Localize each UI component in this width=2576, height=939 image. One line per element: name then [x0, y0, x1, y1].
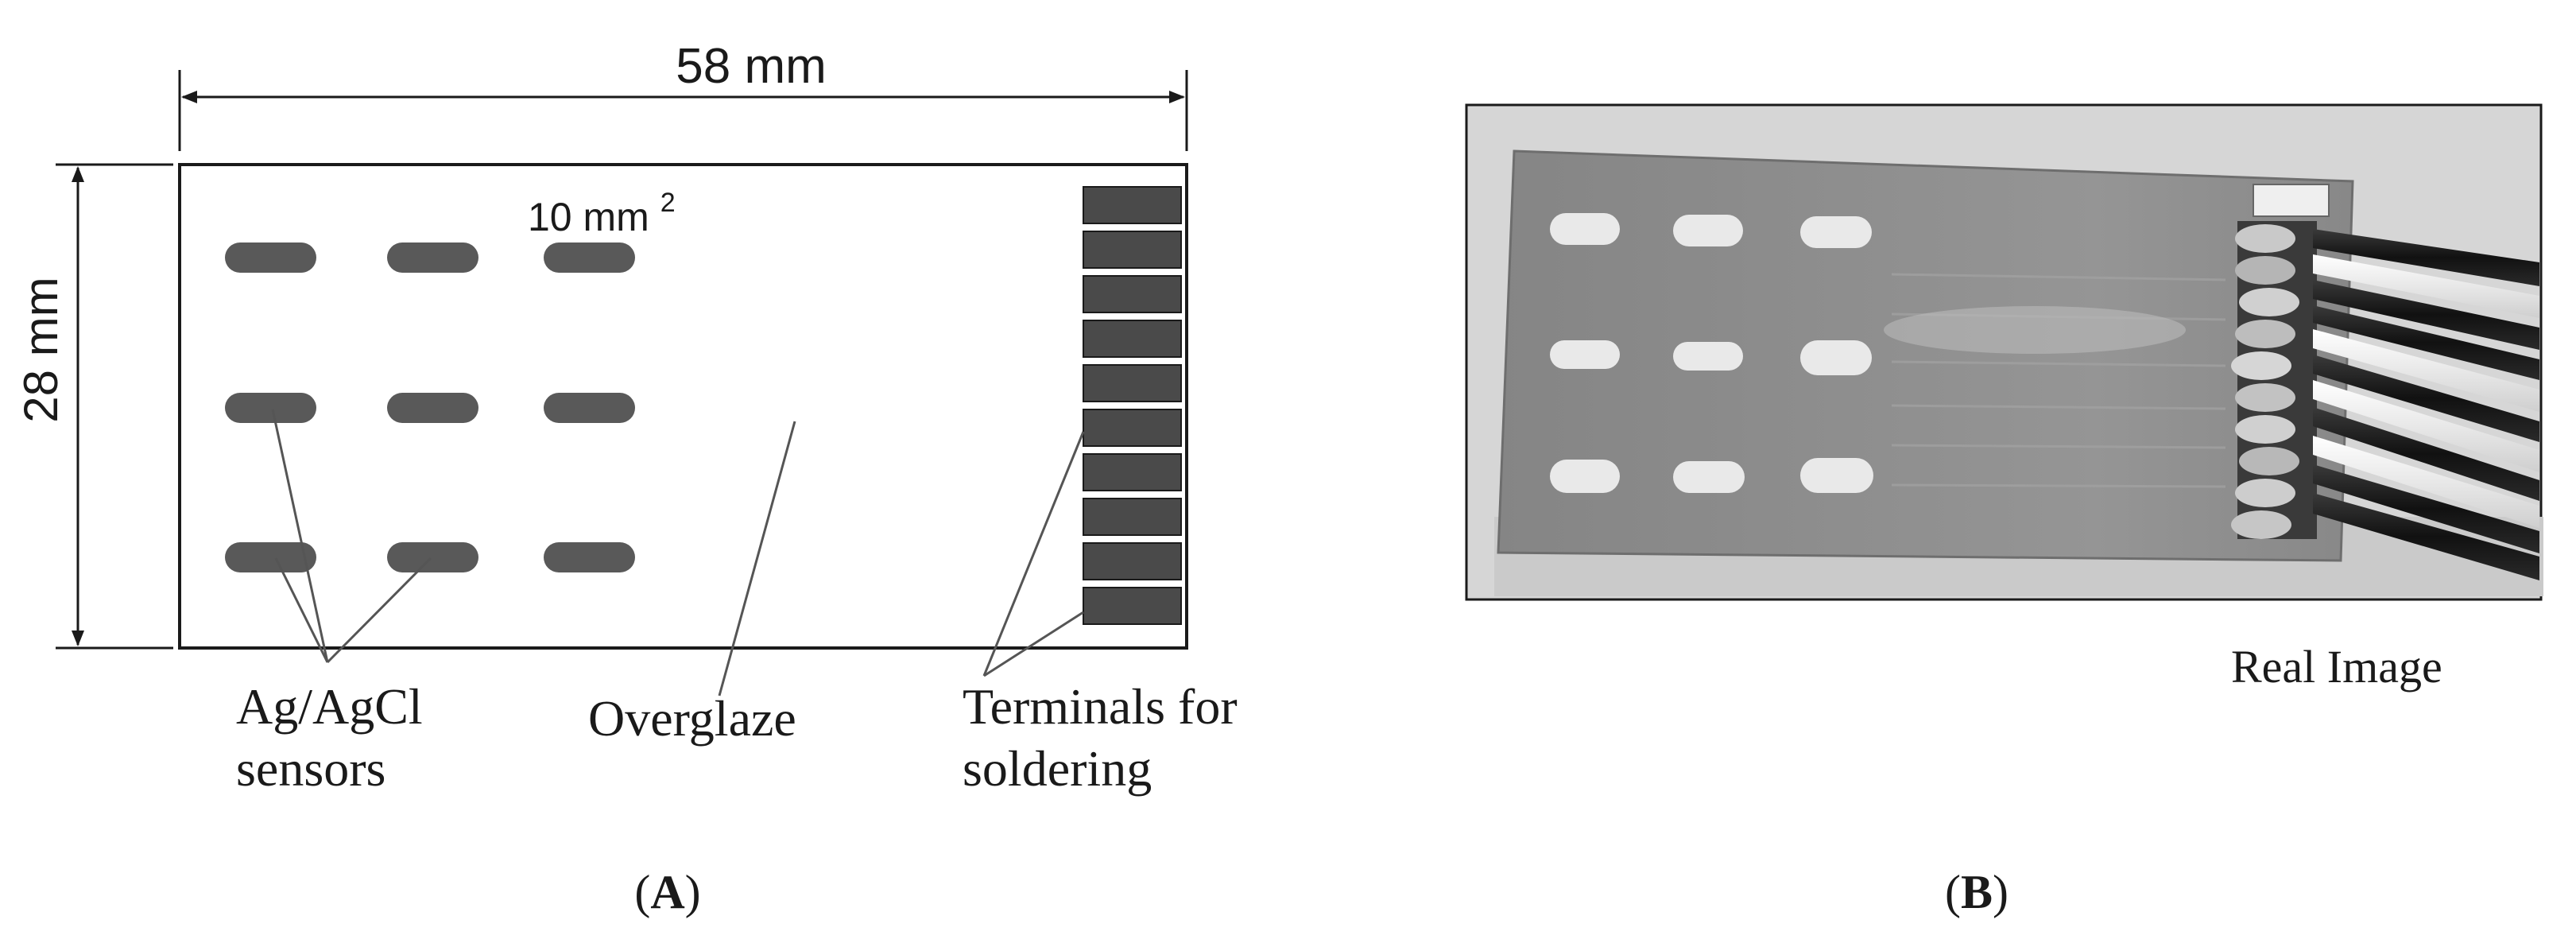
substrate-outline	[178, 163, 1188, 650]
terminal	[1083, 542, 1182, 580]
leader-lines	[271, 409, 1085, 696]
board-glare	[1884, 306, 2186, 354]
sensor-leader-line	[274, 557, 329, 663]
panel-b-caption: (B)	[1945, 866, 2009, 918]
board-header	[2253, 184, 2330, 217]
photo-pad	[1550, 340, 1620, 369]
terminal	[1083, 587, 1182, 625]
area-label-base: 10 mm	[528, 195, 649, 239]
sensors-label-line1: Ag/AgCl	[236, 678, 423, 735]
photo-pad	[1550, 213, 1620, 245]
height-dimension: 28 mm	[14, 163, 173, 650]
photo-pad	[1800, 340, 1872, 375]
sensor	[544, 542, 635, 572]
photo-pad	[1550, 460, 1620, 493]
terminal	[1083, 320, 1182, 358]
terminal-strip	[1083, 186, 1182, 625]
terminal-leader-line	[982, 431, 1085, 677]
terminal	[1083, 409, 1182, 447]
terminal	[1083, 275, 1182, 313]
sensor	[387, 393, 478, 423]
width-dimension: 58 mm	[178, 39, 1188, 151]
caption-a-letter: A	[650, 866, 684, 918]
height-label: 28 mm	[14, 277, 68, 422]
terminals-label-line1: Terminals for	[963, 678, 1238, 735]
solder-joints	[2231, 221, 2317, 539]
panel-a-caption: (A)	[634, 866, 700, 918]
photo-wires	[2313, 229, 2539, 580]
sensor	[544, 243, 635, 273]
terminal	[1083, 186, 1182, 224]
panel-a-schematic: 58 mm 28 mm 10 mm 2	[14, 39, 1250, 918]
sensor	[387, 243, 478, 273]
caption-a-close: )	[685, 866, 701, 918]
terminals-label: Terminals for soldering	[963, 678, 1250, 797]
photo-pad	[1673, 215, 1743, 246]
area-label-exponent: 2	[660, 188, 676, 218]
terminals-label-line2: soldering	[963, 740, 1152, 797]
photo-pad	[1673, 461, 1745, 493]
photo-pad	[1800, 216, 1872, 248]
sensor-board	[1497, 149, 2354, 562]
sensor	[225, 542, 316, 572]
sensors-label: Ag/AgCl sensors	[236, 678, 436, 797]
width-label: 58 mm	[676, 39, 826, 94]
caption-a-open: (	[634, 866, 650, 918]
photo-pad	[1800, 458, 1873, 493]
sensor-leader-line	[271, 409, 329, 663]
overglaze-label: Overglaze	[588, 690, 796, 747]
sensor-array	[225, 243, 635, 572]
sensor	[225, 243, 316, 273]
overglaze-leader-line	[718, 421, 796, 696]
sensors-label-line2: sensors	[236, 740, 385, 797]
caption-b-close: )	[1993, 866, 2009, 918]
board-pads	[1550, 213, 1873, 493]
area-label: 10 mm 2	[528, 188, 676, 239]
caption-b-letter: B	[1961, 866, 1993, 918]
sensor	[225, 393, 316, 423]
panel-b-photo: Real Image (B)	[1465, 103, 2543, 918]
sensor-leader-line	[326, 557, 432, 664]
sensor	[544, 393, 635, 423]
terminal	[1083, 364, 1182, 402]
terminal	[1083, 498, 1182, 536]
photo-pad	[1673, 342, 1743, 371]
terminal	[1083, 231, 1182, 269]
board-body	[1497, 149, 2354, 562]
terminal	[1083, 453, 1182, 491]
terminal-leader-line	[983, 611, 1084, 677]
caption-b-open: (	[1945, 866, 1961, 918]
real-image-label: Real Image	[2231, 641, 2442, 693]
sensor	[387, 542, 478, 572]
